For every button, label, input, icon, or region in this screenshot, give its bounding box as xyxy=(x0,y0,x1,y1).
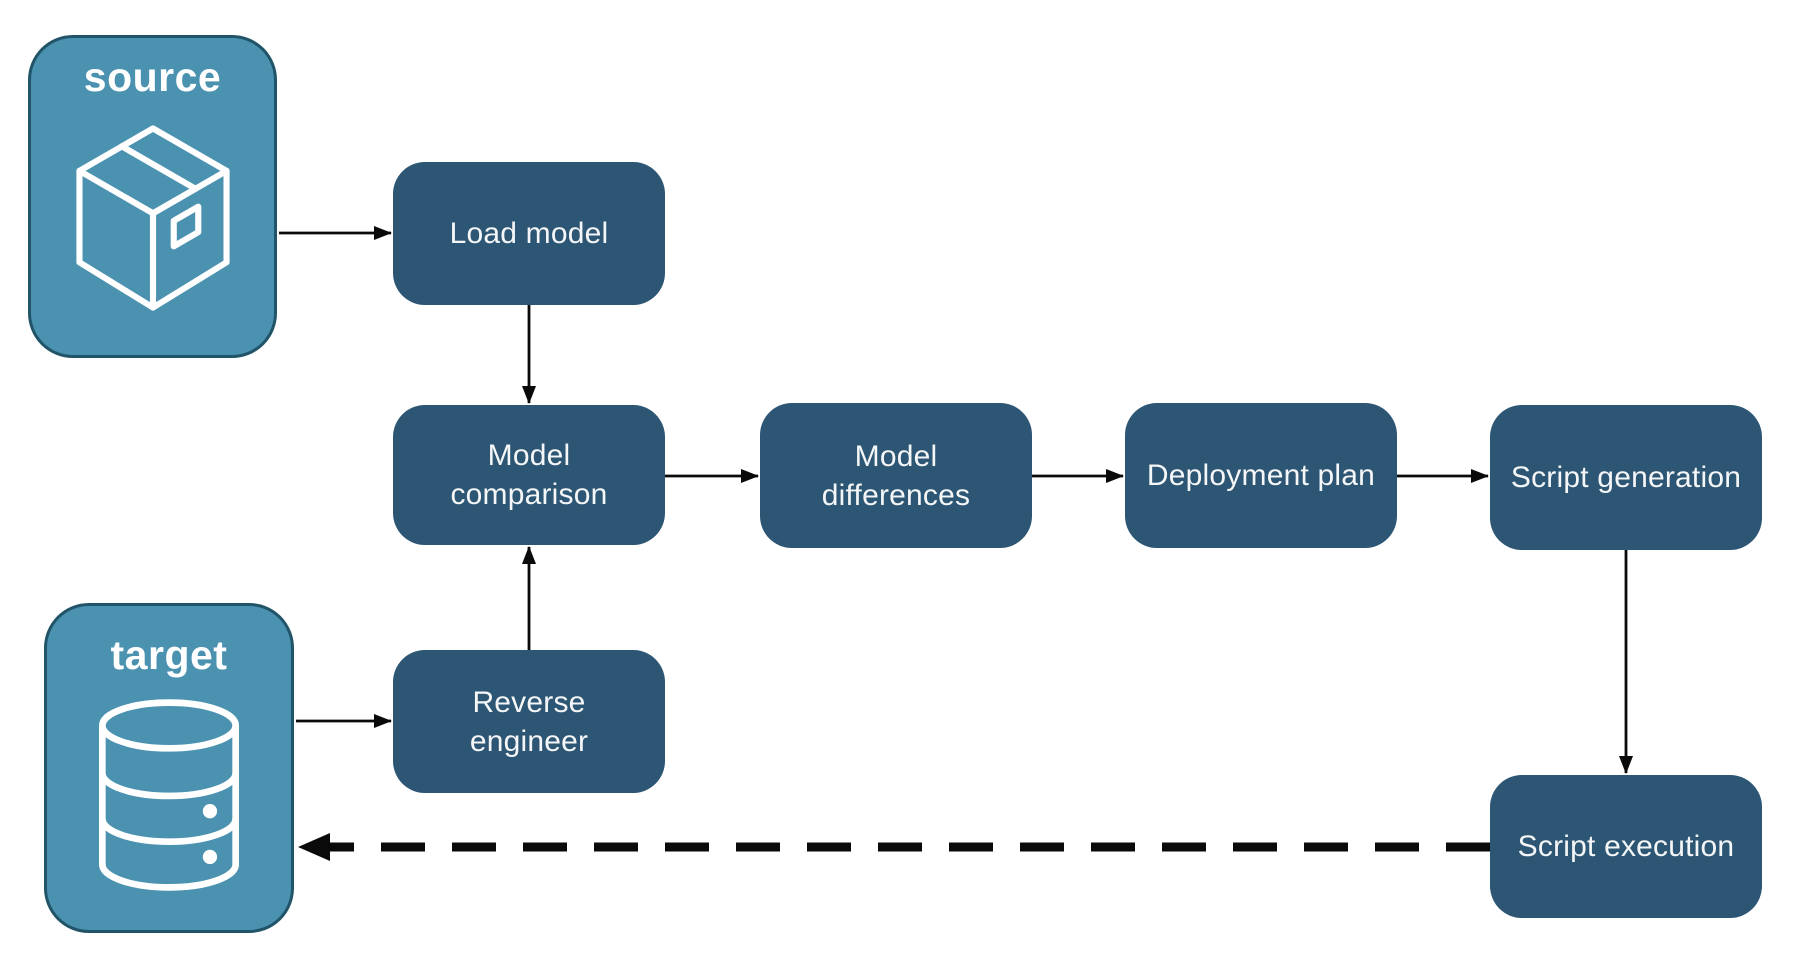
source-entity: source xyxy=(28,35,277,358)
target-entity: target xyxy=(44,603,294,933)
node-deployment-plan: Deployment plan xyxy=(1125,403,1397,548)
source-label: source xyxy=(83,54,222,100)
package-icon xyxy=(75,125,230,311)
node-model-comparison: Model comparison xyxy=(393,405,665,545)
target-label: target xyxy=(110,632,228,678)
node-script-generation: Script generation xyxy=(1490,405,1762,550)
node-script-execution: Script execution xyxy=(1490,775,1762,918)
node-reverse-engineer: Reverse engineer xyxy=(393,650,665,793)
node-model-differences: Model differences xyxy=(760,403,1032,548)
database-icon xyxy=(99,699,240,891)
node-load-model: Load model xyxy=(393,162,665,305)
